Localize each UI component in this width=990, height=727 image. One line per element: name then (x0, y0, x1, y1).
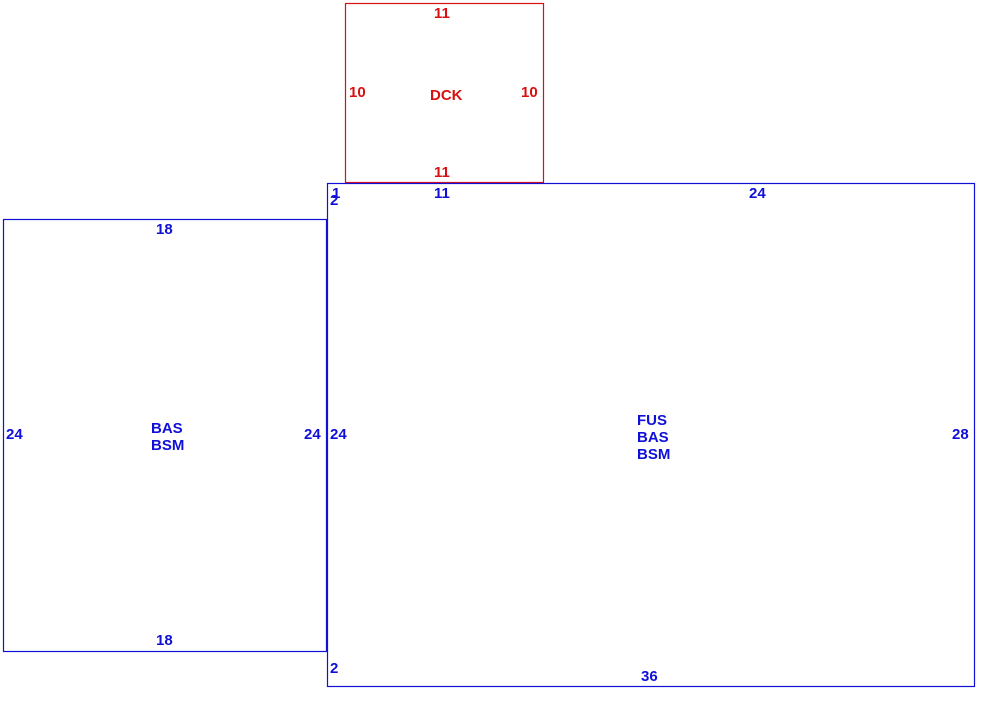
main-code-1: FUS (637, 412, 667, 429)
main-dim-right: 28 (952, 426, 969, 443)
west-code-1: BAS (151, 420, 183, 437)
west-dim-right: 24 (304, 426, 321, 443)
main-dim-top-left: 11 (434, 185, 450, 202)
west-section-outline (2, 218, 328, 653)
deck-dim-right: 10 (521, 84, 538, 101)
west-dim-bottom: 18 (156, 632, 173, 649)
main-code-2: BAS (637, 429, 669, 446)
deck-dim-bottom: 11 (434, 164, 450, 181)
west-code-2: BSM (151, 437, 185, 454)
west-dim-left: 24 (6, 426, 23, 443)
deck-area-label: DCK (430, 87, 463, 104)
main-jog-bottom: 2 (330, 660, 339, 677)
main-code-3: BSM (637, 446, 671, 463)
deck-outline (344, 2, 545, 184)
deck-dim-top: 11 (434, 5, 450, 22)
deck-dim-left: 10 (349, 84, 366, 101)
main-area-label: FUS BAS BSM (637, 412, 670, 463)
west-dim-top: 18 (156, 221, 173, 238)
main-jog-top-a: 1 (332, 185, 341, 202)
main-dim-top-right: 24 (749, 185, 766, 202)
main-section-outline (326, 182, 976, 688)
main-dim-bottom: 36 (641, 668, 658, 685)
main-jog-top-b: 2 (330, 192, 339, 209)
main-dim-left: 24 (330, 426, 347, 443)
deck-code: DCK (430, 87, 463, 104)
west-area-label: BAS BSM (151, 420, 184, 454)
